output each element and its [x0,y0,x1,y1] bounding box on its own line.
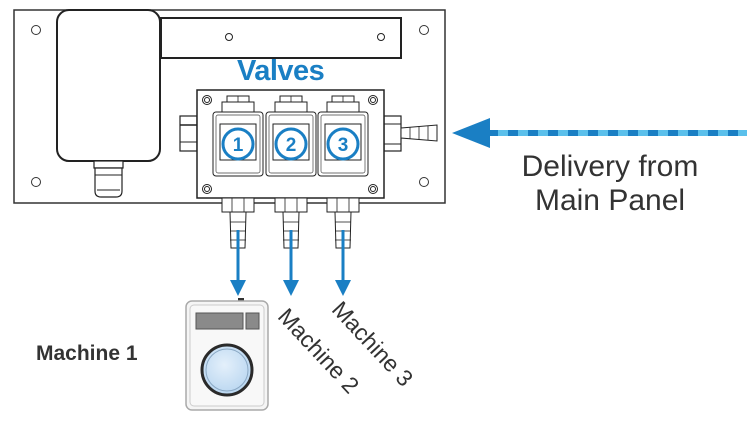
valve-number-badge [274,127,308,161]
valve-3: 3 [317,95,369,177]
manifold-screw [368,184,378,194]
mount-hole [31,25,41,35]
machine-1-label: Machine 1 [36,342,138,365]
delivery-arrow [452,118,747,148]
manifold-screw [202,184,212,194]
outlet-arrow-2 [283,230,299,296]
inlet-fitting [383,115,438,152]
delivery-label-line1: Delivery from [521,150,699,183]
valve-1: 1 [212,95,264,177]
delivery-label: Delivery from Main Panel [500,150,720,218]
top-rail [160,17,402,59]
valve-number-badge [326,127,360,161]
outlet-fittings [221,197,360,296]
manifold-screw [368,95,378,105]
outlet-fitting-3 [326,197,360,249]
valves-title: Valves [237,55,325,87]
arrow-head [452,118,490,148]
solenoid-valves: 1 2 3 [212,95,369,177]
outlet-arrow-3 [335,230,351,296]
valve-number: 3 [338,135,349,156]
valve-2: 2 [265,95,317,177]
left-end-fitting [179,115,198,152]
power-supply-box [56,9,161,198]
valve-number-badge [221,127,255,161]
mount-hole [419,25,429,35]
manifold-screw [202,95,212,105]
mount-hole [31,177,41,187]
valve-number: 2 [286,135,297,156]
mount-hole [419,177,429,187]
washing-machine-icon [185,298,269,411]
valve-number: 1 [233,135,244,156]
outlet-arrow-1 [230,230,246,296]
delivery-label-line2: Main Panel [534,184,686,217]
